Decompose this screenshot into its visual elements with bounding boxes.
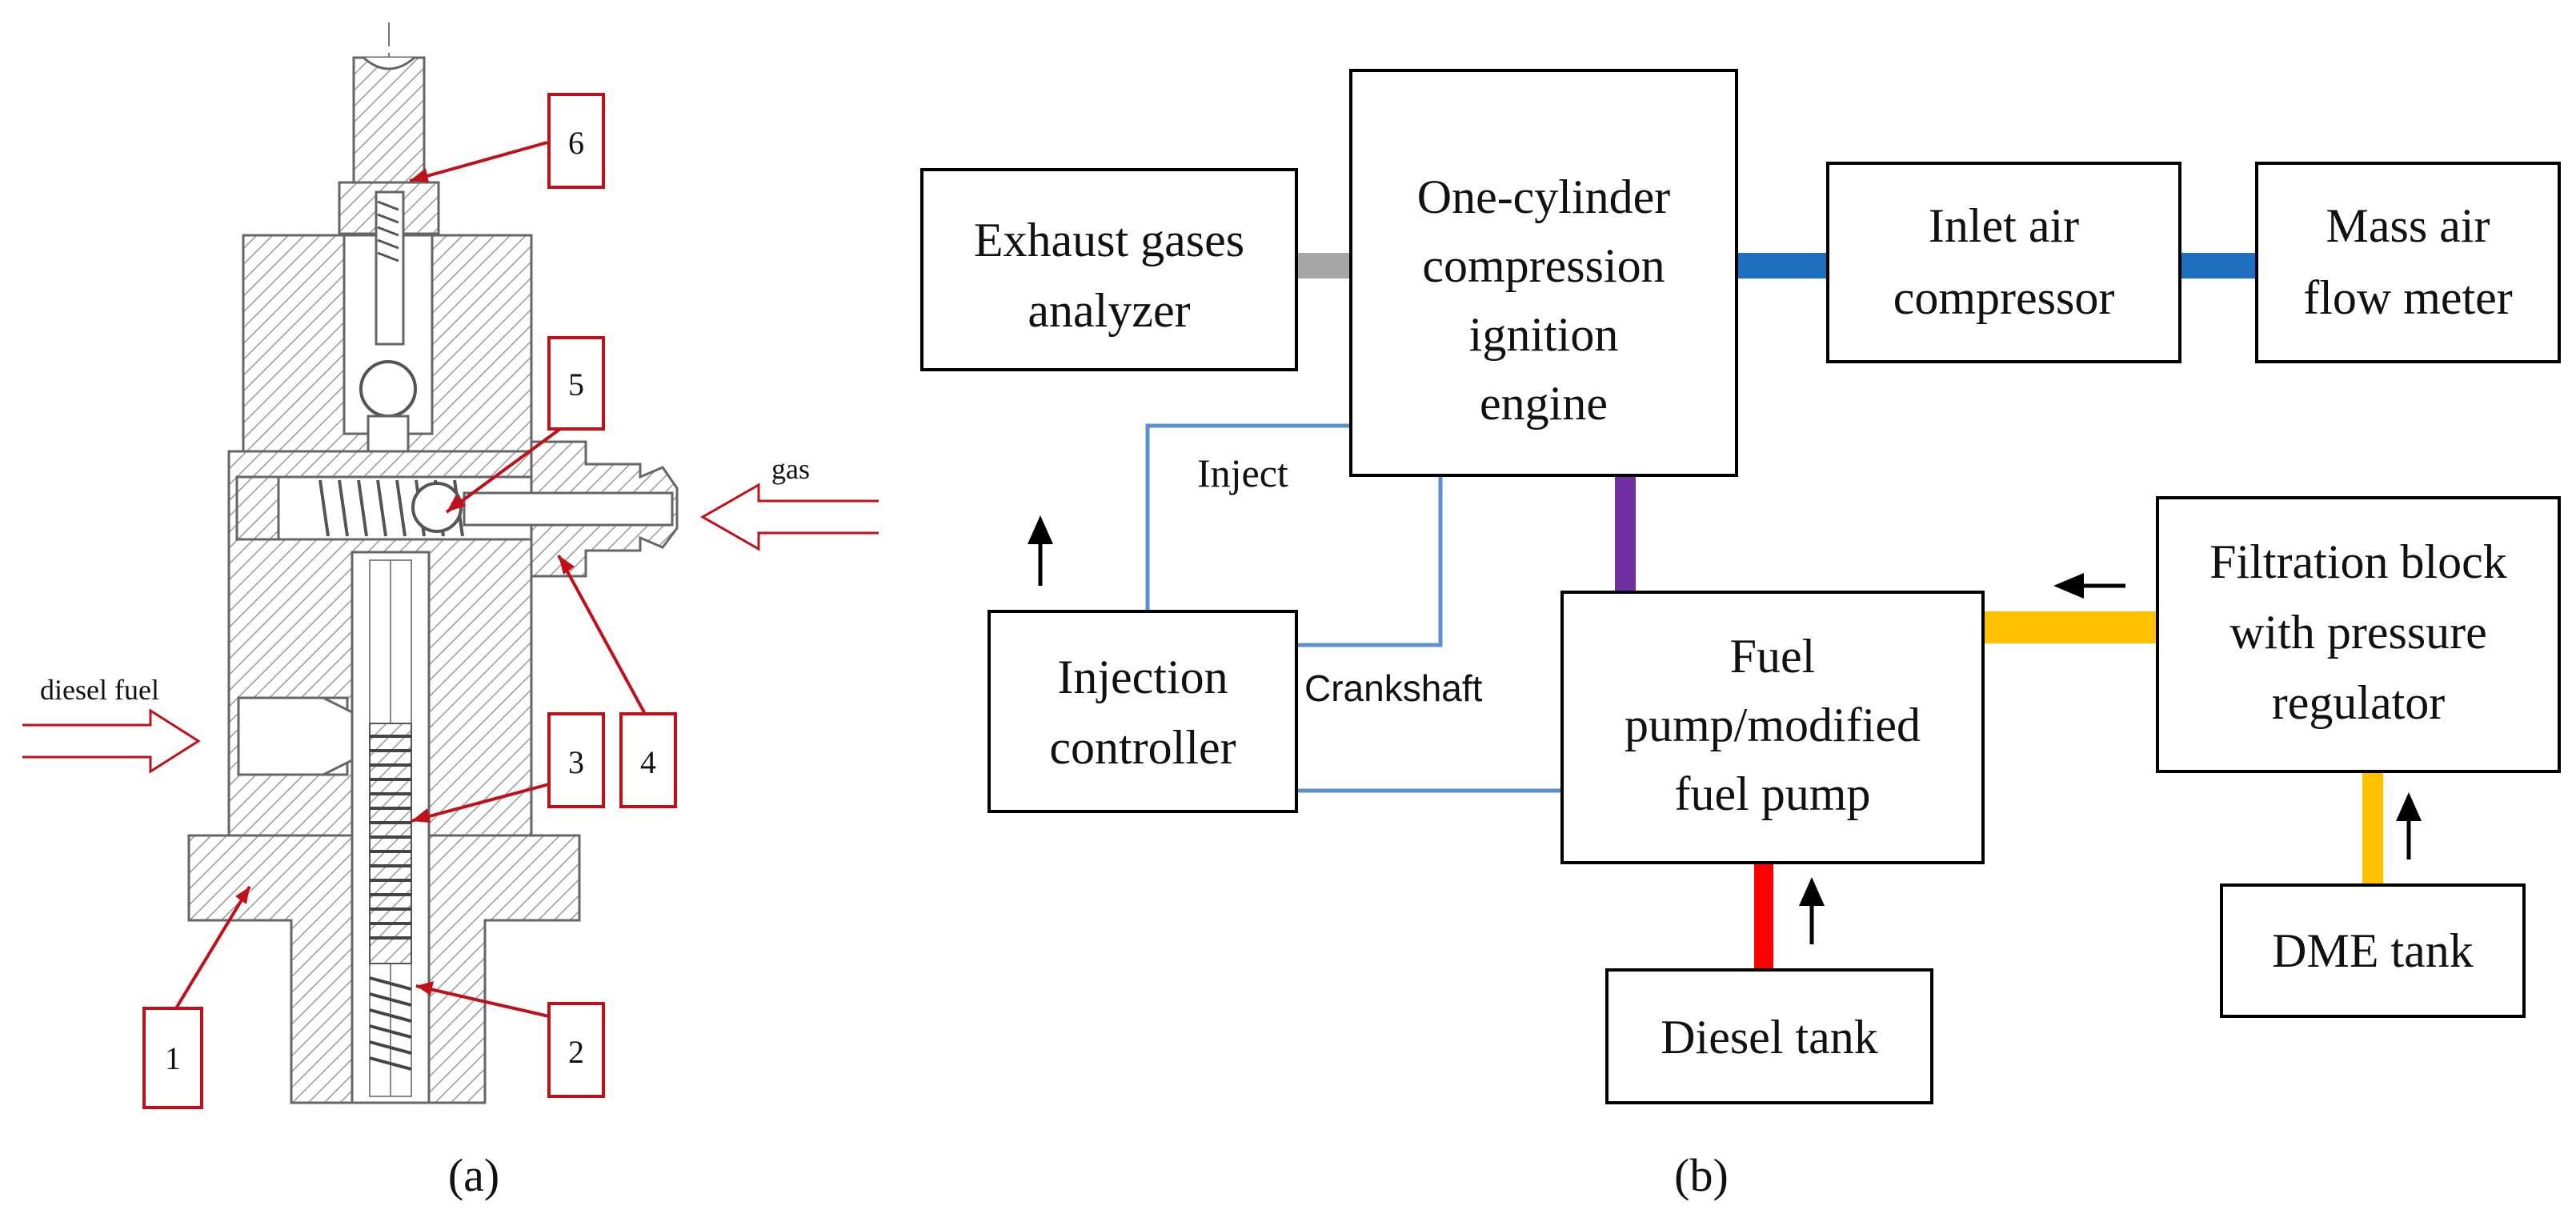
controller-line-2: controller — [1049, 721, 1236, 774]
callout-3-label: 3 — [568, 744, 584, 780]
exhaust-analyzer-line-2: analyzer — [1028, 284, 1190, 337]
exhaust-analyzer-line-1: Exhaust gases — [974, 214, 1244, 266]
fuel-pump-line-3: fuel pump — [1675, 767, 1871, 820]
fuel-pump-line-2: pump/modified — [1625, 699, 1921, 751]
filtration-line-3: regulator — [2272, 676, 2446, 729]
callout-6-label: 6 — [568, 125, 584, 161]
diesel-fuel-arrow — [22, 708, 201, 774]
up-arrow-icon — [2396, 792, 2422, 859]
callout-2: 2 — [415, 981, 605, 1098]
inlet-compressor-line-1: Inlet air — [1929, 199, 2079, 252]
crankshaft-label: Crankshaft — [1304, 667, 1483, 709]
engine-line-2: compression — [1422, 239, 1665, 292]
engine-inlet-line — [1737, 253, 1828, 278]
gas-arrow — [699, 483, 879, 551]
maf-line-2: flow meter — [2303, 271, 2513, 324]
callout-2-label: 2 — [568, 1034, 584, 1070]
crankshaft-wire — [1296, 475, 1443, 647]
callout-5: 5 — [445, 336, 605, 514]
filtration-line-1: Filtration block — [2209, 535, 2507, 588]
fuel-pump-line-1: Fuel — [1730, 630, 1816, 683]
callout-1-label: 1 — [165, 1040, 181, 1076]
dme-filter-pump-line — [1983, 611, 2157, 643]
filtration-line-2: with pressure — [2229, 606, 2487, 659]
callout-4-label: 4 — [640, 744, 656, 780]
dme-tank-label: DME tank — [2272, 924, 2474, 977]
controller-line-1: Injection — [1057, 651, 1228, 703]
callout-5-label: 5 — [568, 367, 584, 403]
exhaust-line — [1296, 253, 1351, 278]
filtration-block-box: Filtration block with pressure regulator — [2156, 496, 2561, 773]
pump-engine-line — [1615, 475, 1636, 592]
check-ball — [359, 360, 417, 418]
plunger-rack — [369, 723, 412, 964]
fuel-pump-box: Fuel pump/modified fuel pump — [1560, 591, 1985, 864]
inlet-compressor-box: Inlet air compressor — [1826, 162, 2181, 363]
engine-line-3: ignition — [1469, 308, 1619, 361]
injection-controller-box: Injection controller — [988, 610, 1298, 813]
lower-spring — [369, 976, 412, 1071]
callout-3: 3 — [411, 712, 605, 823]
diesel-tank-box: Diesel tank — [1605, 968, 1933, 1104]
dme-tank-filter-line — [2362, 771, 2383, 885]
diesel-tank-label: Diesel tank — [1661, 1011, 1878, 1064]
left-arrow-icon — [2053, 573, 2125, 599]
diesel-fuel-label: diesel fuel — [40, 674, 159, 706]
callout-1: 1 — [142, 885, 251, 1109]
diesel-tank-pump-line — [1754, 863, 1773, 970]
maf-line-1: Mass air — [2326, 199, 2490, 252]
inject-wire — [1145, 423, 1351, 611]
injector-drawing — [187, 22, 679, 1104]
connections — [1145, 253, 2383, 970]
inject-label: Inject — [1197, 451, 1288, 495]
top-fitting — [352, 56, 426, 186]
engine-line-4: engine — [1480, 377, 1608, 430]
gas-label: gas — [771, 453, 810, 485]
engine-box: One-cylinder compression ignition engine — [1349, 69, 1738, 477]
panel-b-caption: (b) — [1674, 1149, 1729, 1201]
up-arrow-icon — [1028, 515, 1053, 586]
panel-a-caption: (a) — [448, 1149, 499, 1201]
upper-spring — [377, 200, 399, 262]
dme-tank-box: DME tank — [2220, 883, 2526, 1018]
mass-air-flow-meter-box: Mass air flow meter — [2255, 162, 2561, 363]
exhaust-analyzer-box: Exhaust gases analyzer — [920, 168, 1298, 371]
inlet-maf-line — [2180, 253, 2257, 278]
inlet-compressor-line-2: compressor — [1893, 271, 2115, 324]
callout-4: 4 — [557, 555, 677, 808]
callout-6: 6 — [409, 93, 605, 189]
flow-arrows — [1028, 515, 2422, 944]
up-arrow-icon — [1799, 877, 1825, 944]
engine-line-1: One-cylinder — [1417, 170, 1671, 223]
